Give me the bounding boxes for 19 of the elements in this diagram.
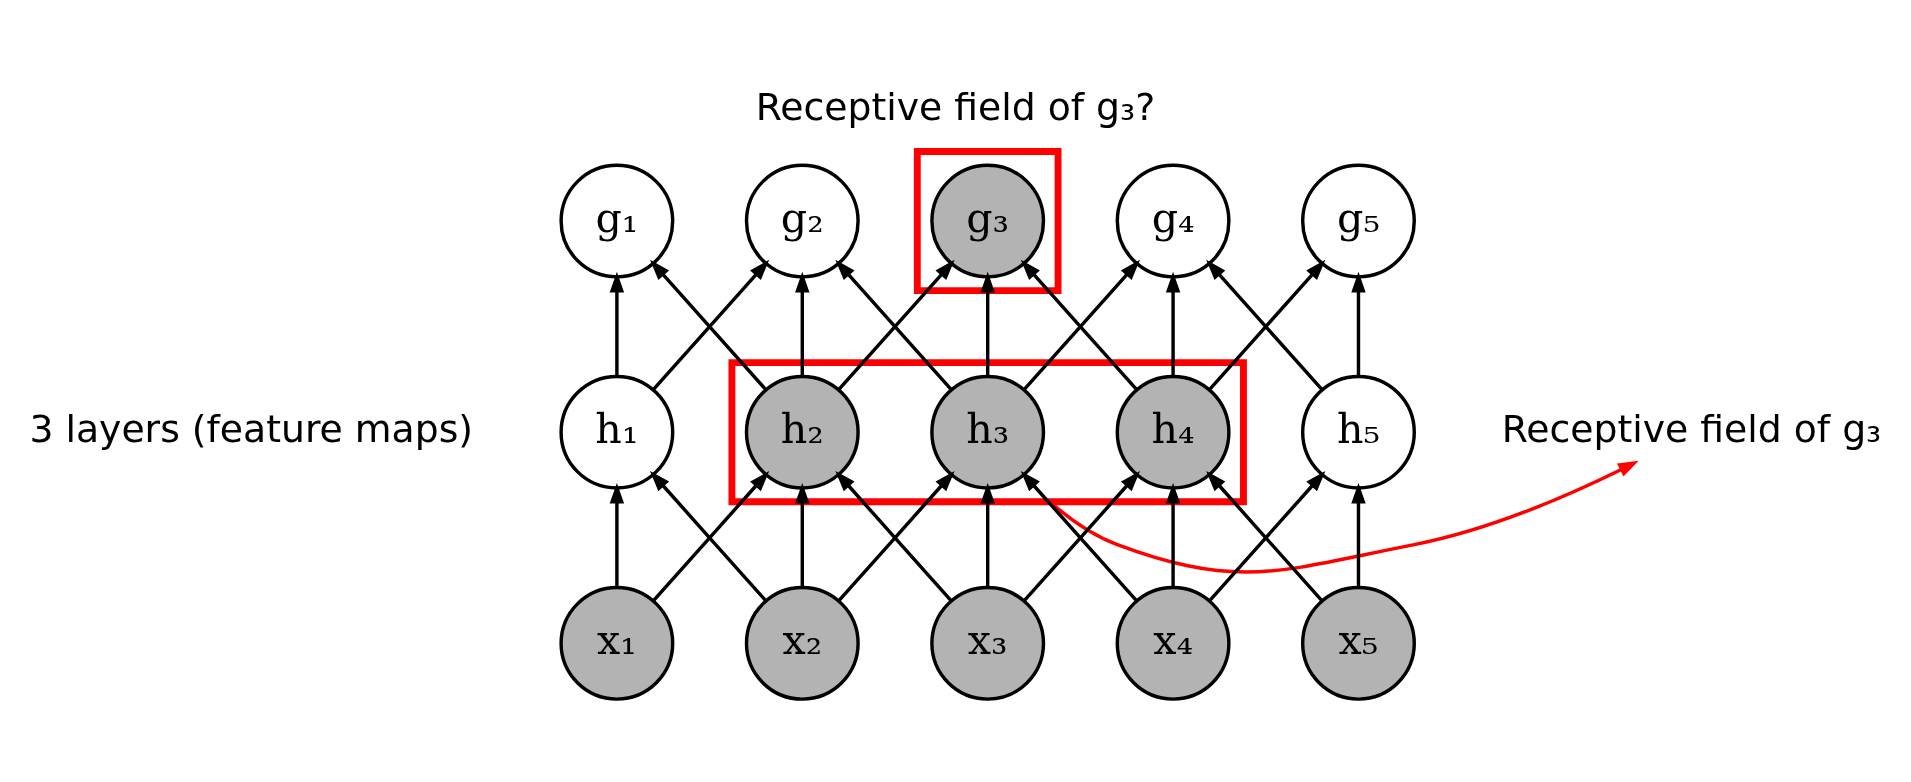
node-circle: x₅ bbox=[1300, 585, 1416, 701]
arrow bbox=[609, 482, 625, 588]
arrow bbox=[1351, 271, 1366, 376]
arrow bbox=[980, 271, 995, 376]
arrow bbox=[1048, 460, 1639, 574]
diagram-title: Receptive field of g₃? bbox=[755, 84, 1156, 129]
arrow bbox=[795, 271, 810, 376]
arrow bbox=[609, 271, 625, 376]
node-circle: x₂ bbox=[744, 585, 860, 701]
node-circle: x₄ bbox=[1115, 585, 1231, 701]
arrow bbox=[1165, 482, 1181, 588]
arrow bbox=[1165, 271, 1181, 376]
node-circle: x₃ bbox=[930, 585, 1046, 701]
node-text: Receptive field of g₃ bbox=[1501, 406, 1882, 451]
label: 3 layers (feature maps) bbox=[29, 406, 474, 451]
arrow bbox=[1351, 482, 1366, 588]
arrow bbox=[980, 482, 995, 588]
node-circle: x₁ bbox=[559, 585, 675, 701]
arrow bbox=[795, 482, 810, 588]
